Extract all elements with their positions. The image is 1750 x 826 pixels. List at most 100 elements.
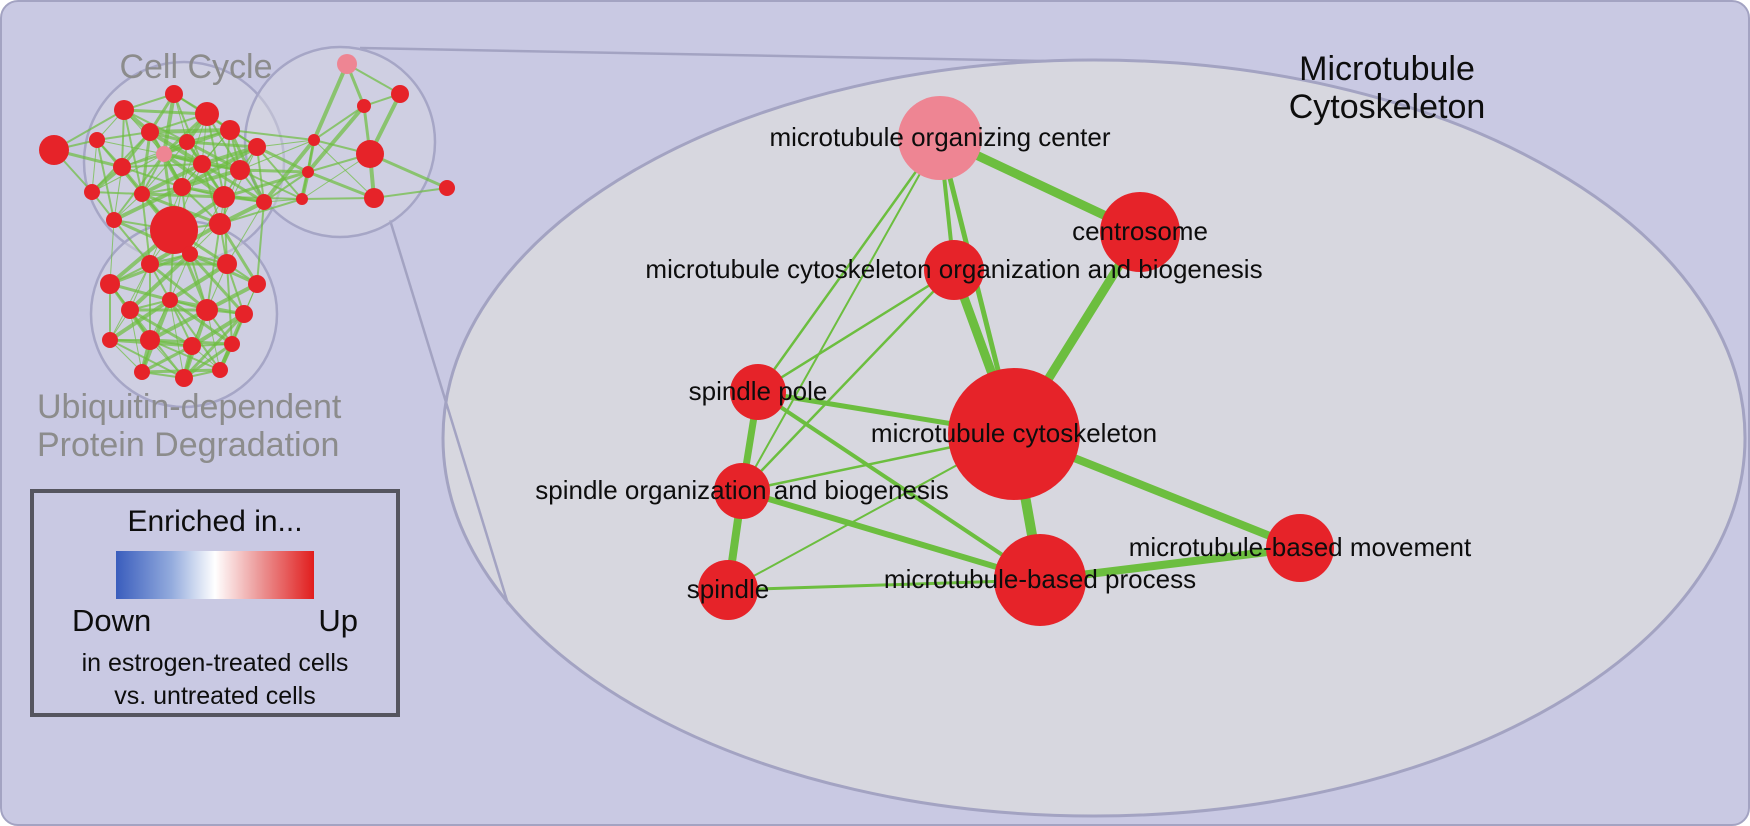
detail-title-line1: Microtubule <box>1299 50 1475 88</box>
overview-edge <box>301 197 375 200</box>
node-label-mt_cyto: microtubule cytoskeleton <box>871 418 1157 448</box>
overview-node[interactable] <box>209 213 231 235</box>
overview-node[interactable] <box>364 188 384 208</box>
overview-edge <box>141 162 203 196</box>
overview-node[interactable] <box>141 255 159 273</box>
legend-down-label: Down <box>72 603 152 638</box>
overview-node[interactable] <box>150 206 198 254</box>
edge-moc-spindle_org <box>741 137 941 492</box>
overview-edge <box>256 146 303 200</box>
overview-edge <box>149 339 221 371</box>
overview-edge <box>128 252 192 312</box>
overview-node[interactable] <box>217 254 237 274</box>
ubiquitin-cluster-label-line2: Protein Degradation <box>37 426 339 464</box>
overview-edge <box>369 152 448 190</box>
overview-edge <box>109 282 171 302</box>
overview-node[interactable] <box>308 134 320 146</box>
overview-edge <box>256 139 315 148</box>
overview-node[interactable] <box>302 166 314 178</box>
node-mt_move[interactable] <box>1266 514 1334 582</box>
node-mcob[interactable] <box>924 240 984 300</box>
overview-node[interactable] <box>337 54 357 74</box>
overview-node[interactable] <box>173 178 191 196</box>
overview-node[interactable] <box>39 135 69 165</box>
node-label-centrosome: centrosome <box>1072 216 1208 246</box>
edge-spindle-mt_proc <box>726 578 1042 592</box>
overview-nodes <box>39 54 455 387</box>
overview-node[interactable] <box>134 364 150 380</box>
overview-node[interactable] <box>114 100 134 120</box>
overview-node[interactable] <box>121 301 139 319</box>
overview-edge <box>218 223 259 285</box>
overview-node[interactable] <box>193 155 211 173</box>
node-mt_cyto[interactable] <box>948 368 1080 500</box>
overview-edge <box>188 252 246 316</box>
overview-node[interactable] <box>102 332 118 348</box>
overview-edge <box>108 298 172 342</box>
overview-node[interactable] <box>179 134 195 150</box>
overview-node[interactable] <box>213 186 235 208</box>
overview-node[interactable] <box>162 292 178 308</box>
overview-edge <box>183 342 233 380</box>
edge-mcob-spindle_org <box>740 268 956 493</box>
overview-node[interactable] <box>196 299 218 321</box>
legend-up-label: Up <box>318 603 358 638</box>
overview-edge <box>96 139 165 155</box>
overview-node[interactable] <box>106 212 122 228</box>
overview-node[interactable] <box>220 120 240 140</box>
overview-node[interactable] <box>165 85 183 103</box>
node-spindle[interactable] <box>698 560 758 620</box>
overview-edge <box>312 63 349 141</box>
overview-node[interactable] <box>100 274 120 294</box>
overview-edge <box>307 170 375 200</box>
overview-node[interactable] <box>212 362 228 378</box>
overview-edge <box>206 223 221 311</box>
overview-edge <box>121 166 183 188</box>
overview-edge <box>223 170 309 199</box>
overview-node[interactable] <box>175 369 193 387</box>
overview-edge <box>173 93 203 165</box>
overview-node[interactable] <box>89 132 105 148</box>
overview-node[interactable] <box>248 138 266 156</box>
detail-node-labels: microtubule organizing center centrosome m… <box>535 122 1472 604</box>
overview-node[interactable] <box>235 305 253 323</box>
overview-node[interactable] <box>356 140 384 168</box>
overview-node[interactable] <box>141 123 159 141</box>
legend-box: Enriched in... Down Up in estrogen-treat… <box>30 489 400 717</box>
overview-edge <box>239 139 315 171</box>
node-label-moc: microtubule organizing center <box>769 122 1110 152</box>
edge-mcob-spindle_pole <box>756 268 956 394</box>
overview-node[interactable] <box>248 275 266 293</box>
overview-edge <box>201 162 265 204</box>
overview-node[interactable] <box>256 194 272 210</box>
node-spindle_pole[interactable] <box>730 364 786 420</box>
overview-node[interactable] <box>113 158 131 176</box>
overview-node[interactable] <box>195 102 219 126</box>
overview-node[interactable] <box>140 330 160 350</box>
ubiquitin-cluster-label-line1: Ubiquitin-dependent <box>37 388 342 426</box>
overview-node[interactable] <box>224 336 240 352</box>
node-centrosome[interactable] <box>1100 192 1180 272</box>
detail-view-ellipse <box>441 58 1747 818</box>
overview-edge <box>169 253 191 301</box>
overview-node[interactable] <box>84 184 100 200</box>
overview-node[interactable] <box>183 337 201 355</box>
overview-edge <box>123 108 208 116</box>
overview-node[interactable] <box>439 180 455 196</box>
overview-edge <box>256 201 265 285</box>
overview-node[interactable] <box>156 146 172 162</box>
node-moc[interactable] <box>898 96 982 180</box>
zoom-callout-line <box>388 219 510 605</box>
node-mt_proc[interactable] <box>994 534 1086 626</box>
overview-node[interactable] <box>230 160 250 180</box>
overview-node[interactable] <box>134 186 150 202</box>
overview-node[interactable] <box>391 85 409 103</box>
node-spindle_org[interactable] <box>714 463 770 519</box>
overview-node[interactable] <box>357 99 371 113</box>
overview-node[interactable] <box>182 246 198 262</box>
node-label-spindle_org: spindle organization and biogenesis <box>535 475 948 505</box>
overview-node[interactable] <box>296 193 308 205</box>
overview-edge <box>169 299 185 379</box>
edge-spindle_org-mt_proc <box>739 488 1043 583</box>
